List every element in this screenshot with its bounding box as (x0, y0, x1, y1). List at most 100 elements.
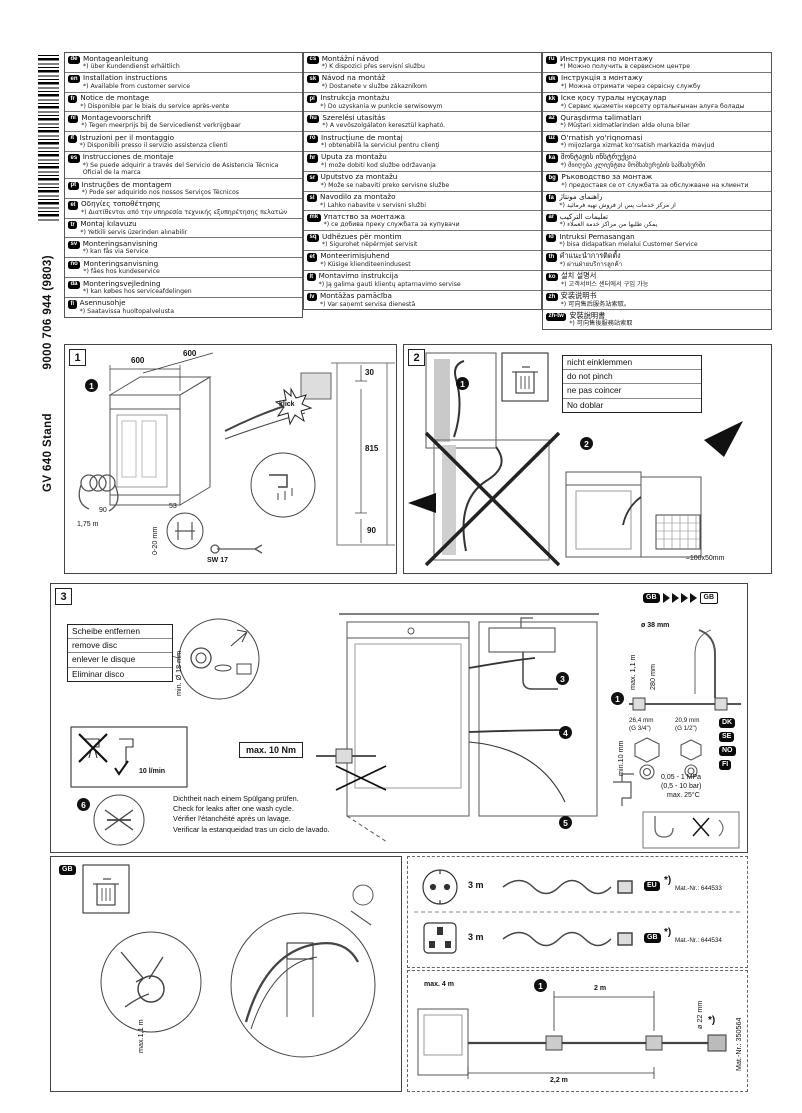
uk-plug-icon (423, 922, 457, 954)
fitting1-thread-label: (G 3/4") (629, 725, 651, 732)
footnote-star: *) (664, 927, 672, 938)
language-title: Monteerimisjuhend (320, 251, 390, 261)
language-title: Montageanleitung (83, 53, 149, 63)
language-entry: sk Návod na montáž *) Dostanete v službe… (304, 73, 541, 93)
gb-badge: GB (644, 933, 661, 944)
panel-number: 1 (69, 349, 86, 366)
language-code-badge: bg (546, 174, 559, 183)
disc-en: remove disc (68, 639, 172, 654)
language-note: *) obtenabilă la serviciul pentru clienţ… (321, 142, 440, 150)
language-code-badge: nl (68, 114, 79, 124)
hose-material-number: Mat.-Nr.: 350564 (734, 1017, 743, 1071)
hose-length-label: 2,2 m (550, 1077, 568, 1084)
depth-dimension: 600 (183, 349, 197, 358)
language-note: *) mijozlarga xizmat ko‘rsatish markazid… (560, 142, 715, 150)
language-code-badge: kk (546, 95, 558, 104)
language-note: *) предоставя се от службата за обслужва… (561, 181, 749, 189)
leak-check-text: Dichtheit nach einem Spülgang prüfen. Ch… (173, 794, 433, 835)
hose-diameter-label: ø 22 mm (695, 1000, 704, 1029)
language-entry: cs Montážní návod *) K dispozici přes se… (304, 53, 541, 73)
language-title: คำแนะนำการติดตั้ง (559, 251, 621, 261)
language-code-badge: zh-tw (546, 312, 567, 322)
language-note: *) Müştəri xidmətlərindən əldə oluna bil… (560, 122, 690, 130)
step-1-marker: 1 (85, 379, 98, 392)
language-code-badge: pl (307, 95, 318, 104)
max-temperature-label: max. 25°C (667, 792, 700, 799)
language-entry: lv Montāžas pamācība *) Var saņemt servi… (304, 291, 541, 310)
language-code-badge: ko (546, 273, 559, 282)
language-entry: lt Montavimo instrukcija *) Ją galima ga… (304, 271, 541, 291)
language-note: *) Disponibili presso il servizio assist… (79, 142, 228, 150)
language-code-badge: de (68, 55, 81, 64)
trash-icon (82, 864, 130, 914)
language-code-badge: sq (307, 233, 320, 242)
language-code-badge: ro (307, 134, 318, 143)
language-note: *) Сервис қызметін көрсету орталығынан а… (560, 102, 745, 110)
foot-adjust-range-label: 0-20 mm (150, 526, 159, 555)
language-code-badge: sk (307, 75, 319, 84)
part-number: 9000 706 944 (9803) (42, 255, 54, 370)
pressure-bar-label: (0,5 - 10 bar) (661, 783, 702, 790)
arrow-right-icons (662, 593, 697, 604)
language-title: 설치 설명서 (561, 271, 597, 281)
language-note: *) Saatavissa huoltopalvelusta (79, 307, 175, 315)
language-title: Monteringsvejledning (83, 278, 161, 288)
warning-fr: ne pas coincer (563, 384, 701, 399)
disc-de: Scheibe entfernen (68, 625, 172, 640)
language-entry: fr Notice de montage *) Disponible par l… (65, 93, 302, 113)
language-note: *) Διατίθενται από την υπηρεσία τεχνικής… (81, 208, 288, 216)
top-gap-dimension: 30 (365, 368, 374, 377)
language-note: *) از مرکز خدمات پس از فروش تهیه فرمائید (559, 201, 676, 209)
language-note: *) Do uzyskania w punkcie serwisowym (320, 102, 443, 110)
leak-es: Verificar la estanqueidad tras un ciclo … (173, 824, 330, 834)
panel-number: 2 (408, 349, 425, 366)
direction-arrow-icon (704, 421, 743, 457)
language-note: *) fåes hos kundeservice (83, 268, 160, 276)
language-code-badge: pt (68, 181, 79, 190)
language-code-badge: el (68, 201, 79, 210)
disc-min-diameter-label: min. Ø 18 mm (174, 650, 183, 696)
language-note: *) Pode ser adquirido nos nossos Serviço… (81, 189, 239, 197)
language-note: *) Ją galima gauti klientų aptarnavimo s… (318, 280, 461, 288)
plinth-dimension: 90 (367, 526, 376, 535)
language-entry: no Monteringsanvisning *) fåes hos kunde… (65, 258, 302, 279)
language-note: *) kan købes hos serviceafdelingen (83, 288, 192, 296)
gb-badge: GB (643, 593, 660, 604)
language-title: Montaj kılavuzu (80, 219, 137, 229)
language-code-badge: sr (307, 174, 318, 183)
language-title: Monteringsanvisning (83, 258, 159, 268)
panel-number: 3 (55, 588, 72, 605)
language-entry: sr Uputstvo za montažu *) Može se nabavi… (304, 172, 541, 192)
country-badge-dk: DK (719, 718, 736, 729)
language-code-badge: fr (68, 95, 78, 104)
language-entry: es Instrucciones de montaje *) Se puede … (65, 152, 302, 180)
language-title: Intruksi Pemasangan (559, 231, 635, 241)
country-badge-se: SE (719, 732, 735, 743)
language-entry: el Οδηγίες τοποθέτησης *) Διατίθενται απ… (65, 199, 302, 219)
language-title: راهنمای مونتاژ (559, 192, 603, 202)
drain-max-height-label: max. 1,1 m (628, 654, 637, 690)
language-title: Uputstvo za montažu (320, 172, 398, 182)
language-title: O‘rnatish yo‘riqnomasi (560, 132, 643, 142)
step-3-marker: 3 (556, 672, 569, 685)
panel-3-water-connections: 3 (50, 583, 748, 853)
language-title: Montagevoorschrift (81, 112, 152, 122)
hose-ref-marker: 1 (611, 692, 624, 705)
language-entry: nl Montagevoorschrift *) Tegen meerprijs… (65, 112, 302, 133)
language-entry: id Intruksi Pemasangan *) bisa didapatka… (543, 231, 771, 251)
language-code-badge: fa (546, 194, 557, 203)
language-code-badge: hr (307, 154, 318, 163)
language-code-badge: uk (546, 75, 559, 84)
language-entry: de Montageanleitung *) über Kundendienst… (65, 53, 302, 73)
language-code-badge: ru (546, 55, 557, 64)
language-code-badge: fi (68, 300, 77, 309)
cable1-material-number: Mat.-Nr.: 644533 (675, 885, 722, 892)
language-entry: az Quraşdırma təlimatları *) Müştəri xid… (543, 112, 771, 133)
language-note: *) über Kundendienst erhältlich (83, 62, 180, 70)
niche-height-dimension: 815 (365, 444, 379, 453)
pressure-mpa-label: 0,05 - 1 MPa (661, 774, 702, 781)
leak-fr: Vérifier l'étanchéité après un lavage. (173, 814, 291, 824)
fitting2-thread-label: (G 1/2") (675, 725, 697, 732)
language-entry: sq Udhëzues për montim *) Sigurohet nëpë… (304, 231, 541, 251)
language-code-badge: sl (307, 194, 318, 203)
